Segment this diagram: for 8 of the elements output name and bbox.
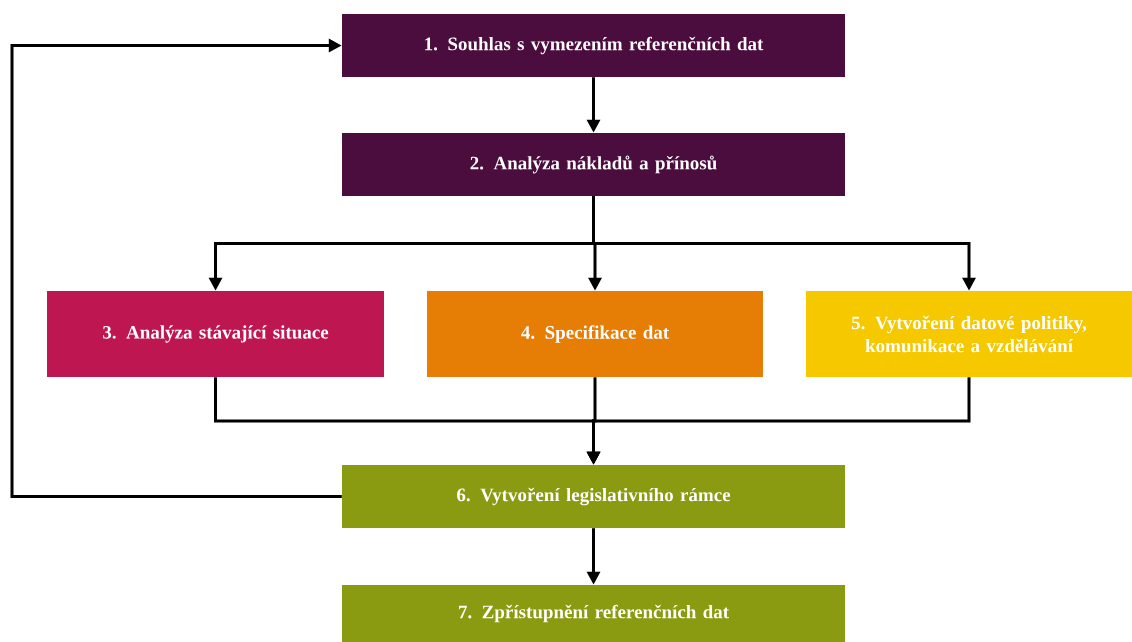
process-box: 2. Analýza nákladů a přínosů xyxy=(342,133,845,196)
process-box: 1. Souhlas s vymezením referenčních dat xyxy=(342,14,845,77)
process-box: 7. Zpřístupnění referenčních dat xyxy=(342,585,845,642)
process-box: 3. Analýza stávající situace xyxy=(47,291,384,377)
arrow xyxy=(10,38,342,498)
process-box: 4. Specifikace dat xyxy=(427,291,763,377)
process-box: 5. Vytvoření datové politiky, komunikace a vzdělávání xyxy=(806,291,1132,377)
process-box: 6. Vytvoření legislativního rámce xyxy=(342,465,845,528)
